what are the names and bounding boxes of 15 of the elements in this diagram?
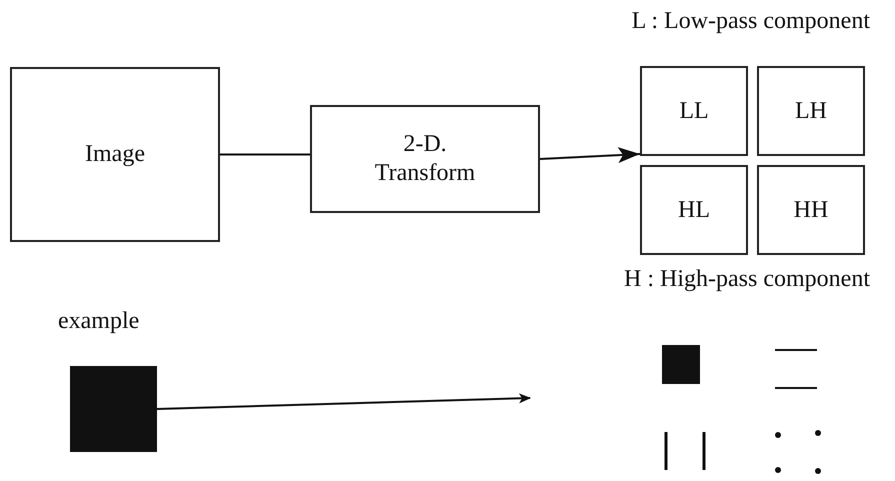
filled-square	[70, 366, 157, 452]
connector-line	[220, 154, 310, 156]
legend-note: L : Low-pass component	[632, 8, 870, 35]
arrow	[540, 147, 640, 164]
process-box: 2-D. Transform	[310, 105, 540, 213]
subband-box: HL	[640, 165, 748, 255]
arrow	[156, 393, 531, 410]
pattern-drawing	[772, 346, 820, 392]
subband-box: LH	[757, 66, 865, 156]
subband-box: LL	[640, 66, 748, 156]
subband-box: HH	[757, 165, 865, 255]
legend-note: H : High-pass component	[624, 266, 870, 293]
filled-square	[662, 345, 700, 384]
input-box: Image	[10, 67, 220, 242]
caption-text: example	[58, 308, 140, 335]
